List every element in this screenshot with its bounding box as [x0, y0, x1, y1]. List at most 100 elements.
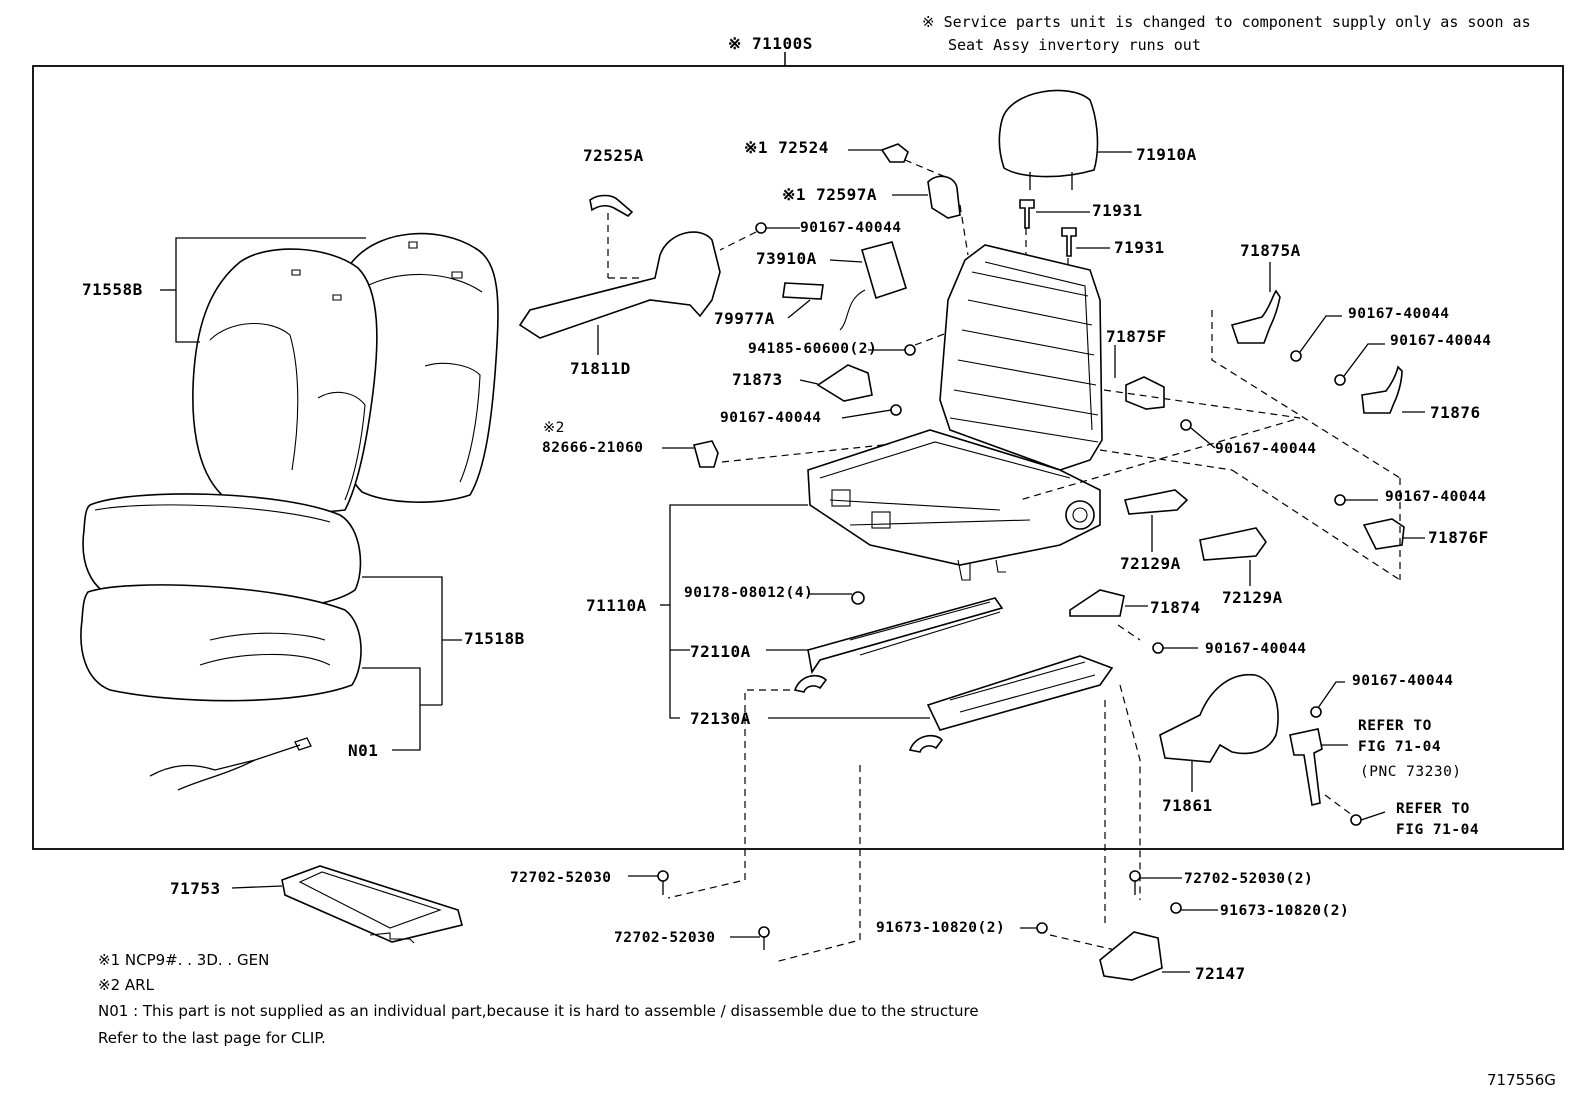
label-72130A: 72130A [690, 709, 751, 728]
label-71110A: 71110A [586, 596, 647, 615]
label-71876: 71876 [1430, 403, 1481, 422]
bolt-90167-e [1334, 374, 1346, 386]
seat-frame [807, 244, 1103, 581]
bolt-90167-h [1310, 706, 1322, 718]
label-72147: 72147 [1195, 964, 1246, 983]
seat-rail-72130A [908, 655, 1114, 753]
part-71753 [281, 865, 463, 944]
label-72524: ※1 72524 [744, 138, 829, 157]
label-90167-e: 90167-40044 [1215, 441, 1317, 457]
label-72129A-a: 72129A [1120, 554, 1181, 573]
label-72702-c: 72702-52030 [614, 930, 716, 946]
dashed-guides-right [1019, 310, 1401, 581]
label-79977A: 79977A [714, 309, 775, 328]
label-71861: 71861 [1162, 796, 1213, 815]
figure-id: 717556G [1487, 1071, 1556, 1089]
footnote-1: ※1 NCP9#. . 3D. . GEN [98, 951, 270, 969]
seat-rail-72110A [793, 597, 1004, 693]
part-71931-b [1061, 227, 1077, 257]
label-72525A: 72525A [583, 146, 644, 165]
part-71875F [1125, 376, 1165, 410]
part-71873 [816, 364, 873, 402]
label-71910A: 71910A [1136, 145, 1197, 164]
label-71753: 71753 [170, 879, 221, 898]
refer-1-line3: (PNC 73230) [1360, 764, 1462, 780]
label-90167-c: 90167-40044 [1348, 306, 1450, 322]
assembly-label: ※ 71100S [728, 34, 813, 53]
refer-2-line1: REFER TO [1396, 801, 1470, 817]
bolt-90167-f [1334, 494, 1346, 506]
part-73910A [861, 241, 907, 300]
service-note: ※ Service parts unit is changed to compo… [922, 11, 1531, 58]
label-94185: 94185-60600(2) [748, 341, 878, 357]
footnote-4: Refer to the last page for CLIP. [98, 1029, 326, 1047]
bolt-refer [1350, 814, 1362, 826]
part-82666 [693, 440, 719, 468]
label-72110A: 72110A [690, 642, 751, 661]
label-73910A: 73910A [756, 249, 817, 268]
label-90167-d: 90167-40044 [1390, 333, 1492, 349]
refer-1-line2: FIG 71-04 [1358, 739, 1442, 755]
part-72147 [1099, 931, 1163, 981]
n01-harness [149, 737, 312, 791]
bottom-bolts [628, 870, 1218, 950]
label-71558B: 71558B [82, 280, 143, 299]
label-91673-b: 91673-10820(2) [876, 920, 1006, 936]
assembly-frame [32, 65, 1564, 850]
footnote-3: N01 : This part is not supplied as an in… [98, 1002, 979, 1020]
part-71876 [1361, 365, 1403, 414]
part-71931-a [1019, 199, 1035, 229]
bolt-90167-d [1180, 419, 1192, 431]
leaders-frame [660, 504, 930, 719]
nut-94185 [904, 344, 916, 356]
label-71875A: 71875A [1240, 241, 1301, 260]
label-90178: 90178-08012(4) [684, 585, 814, 601]
bolt-90167-c [1290, 350, 1302, 362]
label-71811D: 71811D [570, 359, 631, 378]
label-72129A-b: 72129A [1222, 588, 1283, 607]
footnote-2: ※2 ARL [98, 976, 154, 994]
nut-90178 [851, 591, 865, 605]
label-90167-a: 90167-40044 [800, 220, 902, 236]
bolt-90167-b [890, 404, 902, 416]
part-71861 [1159, 673, 1279, 763]
part-79977A [782, 282, 824, 300]
seatbelt-part [1289, 728, 1323, 806]
label-72702-b: 72702-52030(2) [1184, 871, 1314, 887]
dashed-guides-bottom [667, 684, 1141, 963]
label-star2: ※2 [543, 420, 565, 436]
label-72597A: ※1 72597A [782, 185, 877, 204]
label-71874: 71874 [1150, 598, 1201, 617]
headrest [998, 89, 1132, 190]
label-N01: N01 [348, 741, 379, 760]
label-71876F: 71876F [1428, 528, 1489, 547]
label-90167-b: 90167-40044 [720, 410, 822, 426]
label-91673-a: 91673-10820(2) [1220, 903, 1350, 919]
service-note-line1: ※ Service parts unit is changed to compo… [922, 13, 1531, 31]
bolt-90167-g [1152, 642, 1164, 654]
part-71874 [1069, 589, 1125, 617]
refer-1-line1: REFER TO [1358, 718, 1432, 734]
part-72129A-a [1123, 489, 1189, 515]
part-72524 [880, 143, 909, 163]
label-71931-a: 71931 [1092, 201, 1143, 220]
part-71876F [1362, 518, 1405, 550]
label-72702-a: 72702-52030 [510, 870, 612, 886]
seat-cushion-pad [80, 584, 362, 702]
leaders-left [160, 237, 462, 751]
part-72597A [927, 175, 961, 219]
part-72129A-b [1199, 527, 1267, 561]
label-90167-f: 90167-40044 [1385, 489, 1487, 505]
bolt-90167-a [755, 222, 767, 234]
part-71875A [1230, 289, 1281, 344]
label-82666: 82666-21060 [542, 440, 644, 456]
label-90167-h: 90167-40044 [1352, 673, 1454, 689]
label-71518B: 71518B [464, 629, 525, 648]
service-note-line2: Seat Assy invertory runs out [948, 36, 1201, 55]
refer-2-line2: FIG 71-04 [1396, 822, 1480, 838]
seatback-cover-front [192, 248, 378, 513]
part-72525A [589, 194, 634, 217]
label-71875F: 71875F [1106, 327, 1167, 346]
label-90167-g: 90167-40044 [1205, 641, 1307, 657]
